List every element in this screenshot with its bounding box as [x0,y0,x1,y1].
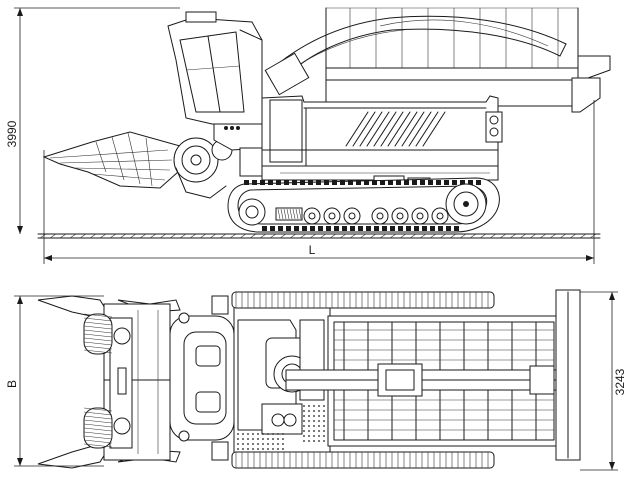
crawler-track [227,177,500,233]
track-width-dimension: 3243 [580,291,627,471]
header-top [37,295,181,469]
width-dimension: B [5,295,104,467]
cab-top [169,295,235,461]
header-attachment [42,131,233,199]
top-view: B 3243 [5,289,627,471]
track-width-dimension-label: 3243 [613,368,627,395]
length-dimension: L [43,100,595,264]
engine-vent-grille [345,111,446,147]
height-dimension: 3990 [5,7,180,234]
ground-line [37,233,601,239]
grain-bin [325,7,611,113]
tracks-top [231,291,495,469]
grain-elevator [264,15,567,96]
operator-cab [167,11,263,151]
side-view: 3990 L [5,7,611,264]
main-body [239,95,503,191]
width-dimension-label: B [5,380,19,388]
length-dimension-label: L [309,243,316,257]
height-dimension-label: 3990 [5,120,19,147]
bin-top [285,289,581,461]
